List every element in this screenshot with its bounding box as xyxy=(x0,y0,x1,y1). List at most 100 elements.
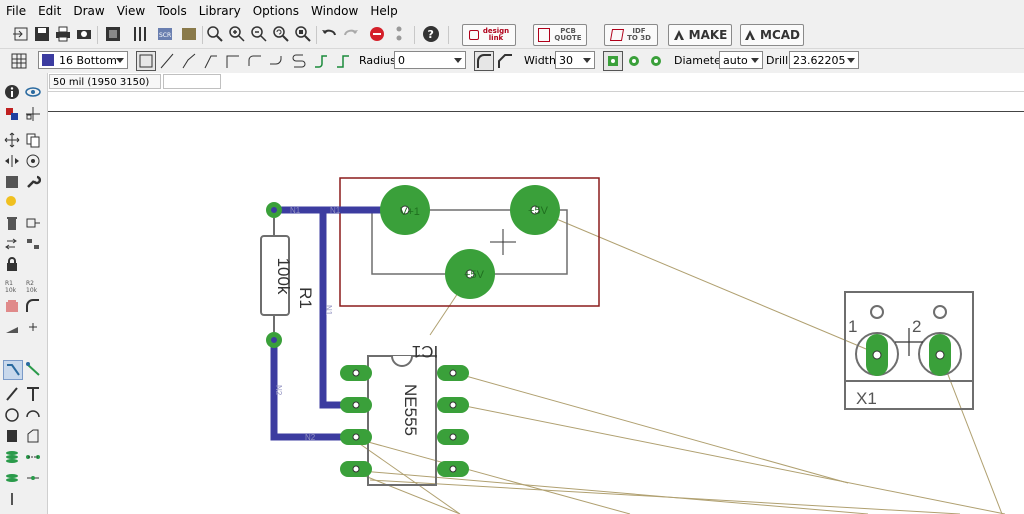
go-icon[interactable] xyxy=(390,25,408,43)
wire-bend-9-icon[interactable] xyxy=(334,52,352,70)
menu-options[interactable]: Options xyxy=(252,4,300,18)
svg-text:R1: R1 xyxy=(5,280,13,287)
circle-icon[interactable] xyxy=(3,406,21,424)
grid-icon[interactable] xyxy=(10,52,28,70)
print-icon[interactable] xyxy=(54,25,72,43)
board-frame xyxy=(339,177,600,307)
svg-text:10k: 10k xyxy=(5,287,17,293)
zoom-select-icon[interactable] xyxy=(294,25,312,43)
rect-icon[interactable] xyxy=(3,427,21,445)
lock-icon[interactable] xyxy=(3,255,21,273)
menu-window[interactable]: Window xyxy=(311,4,359,18)
ripup-icon[interactable] xyxy=(24,360,42,378)
cam-icon[interactable] xyxy=(75,25,93,43)
replace-icon[interactable] xyxy=(3,235,21,253)
arc-icon[interactable] xyxy=(24,406,42,424)
x1-body xyxy=(844,291,974,410)
menu-tools[interactable]: Tools xyxy=(157,4,187,18)
info-icon[interactable] xyxy=(3,83,21,101)
group-icon[interactable] xyxy=(3,173,21,191)
via-octagon-icon[interactable] xyxy=(647,52,665,70)
via-square-icon[interactable] xyxy=(603,51,623,71)
import-icon[interactable] xyxy=(12,25,30,43)
mcad-button[interactable]: MCAD xyxy=(740,24,804,46)
r1-value-label: 100k xyxy=(274,258,293,295)
delete-icon[interactable] xyxy=(3,214,21,232)
svg-text:N1: N1 xyxy=(324,305,333,316)
svg-text:N1: N1 xyxy=(330,206,341,215)
zoom-in-icon[interactable] xyxy=(228,25,246,43)
show-icon[interactable] xyxy=(24,83,42,101)
make-button[interactable]: MAKE xyxy=(668,24,732,46)
idf-to-3d-button[interactable]: IDF TO 3D xyxy=(604,24,658,46)
wire-bend-3-icon[interactable] xyxy=(202,52,220,70)
attribute-icon[interactable] xyxy=(24,469,42,487)
board-canvas[interactable]: 100k R1 V+1 +5V +5V IC1 NE555 1 xyxy=(48,112,1024,514)
layer-select[interactable]: 16 Bottom xyxy=(38,51,128,69)
ic1-name-label: IC1 xyxy=(412,342,438,361)
drill-select[interactable]: 23.62205 xyxy=(789,51,859,69)
flat-cap-icon[interactable] xyxy=(496,52,514,70)
mark-icon[interactable] xyxy=(24,105,42,123)
smash-icon[interactable] xyxy=(3,297,21,315)
display-icon[interactable] xyxy=(3,105,21,123)
wire-bend-2-icon[interactable] xyxy=(180,52,198,70)
wire-bend-5-icon[interactable] xyxy=(246,52,264,70)
r1-name-label: R1 xyxy=(296,287,315,309)
signal-icon[interactable] xyxy=(24,448,42,466)
ulp-icon[interactable] xyxy=(131,25,149,43)
script-icon[interactable]: SCR xyxy=(156,25,174,43)
paste-icon[interactable] xyxy=(3,193,21,211)
pcb-quote-button[interactable]: PCB QUOTE xyxy=(533,24,587,46)
help-icon[interactable]: ? xyxy=(422,25,440,43)
zoom-fit-icon[interactable] xyxy=(206,25,224,43)
split-wire-icon[interactable] xyxy=(3,318,21,336)
optimize-icon[interactable] xyxy=(24,318,42,336)
diameter-select[interactable]: auto xyxy=(719,51,763,69)
board-icon[interactable] xyxy=(104,25,122,43)
wire-bend-6-icon[interactable] xyxy=(268,52,286,70)
polygon-icon[interactable] xyxy=(24,427,42,445)
hole-icon[interactable] xyxy=(3,469,21,487)
zoom-out-icon[interactable] xyxy=(250,25,268,43)
via-icon[interactable] xyxy=(3,448,21,466)
design-link-button[interactable]: design link xyxy=(462,24,516,46)
layer-icon[interactable] xyxy=(180,25,198,43)
wire-bend-4-icon[interactable] xyxy=(224,52,242,70)
command-input[interactable] xyxy=(163,74,221,89)
move-icon[interactable] xyxy=(3,131,21,149)
width-select[interactable]: 30 xyxy=(555,51,595,69)
ic1-pads xyxy=(340,365,469,477)
menu-help[interactable]: Help xyxy=(370,4,398,18)
add-icon[interactable] xyxy=(24,214,42,232)
save-icon[interactable] xyxy=(33,25,51,43)
route-icon[interactable] xyxy=(3,360,23,380)
rotate-icon[interactable] xyxy=(24,152,42,170)
wire-bend-0-icon[interactable] xyxy=(136,51,156,71)
undo-icon[interactable] xyxy=(320,25,338,43)
wire-bend-1-icon[interactable] xyxy=(158,52,176,70)
menu-library[interactable]: Library xyxy=(198,4,241,18)
stop-icon[interactable] xyxy=(368,25,386,43)
menu-view[interactable]: View xyxy=(116,4,146,18)
menu-draw[interactable]: Draw xyxy=(73,4,105,18)
via-round-icon[interactable] xyxy=(625,52,643,70)
text-icon[interactable] xyxy=(24,385,42,403)
menu-edit[interactable]: Edit xyxy=(38,4,62,18)
redo-icon[interactable] xyxy=(342,25,360,43)
miter-icon[interactable] xyxy=(24,297,42,315)
copy-icon[interactable] xyxy=(24,131,42,149)
split-icon[interactable] xyxy=(24,235,42,253)
dimension-icon[interactable] xyxy=(3,490,21,508)
mirror-icon[interactable] xyxy=(3,152,21,170)
zoom-redraw-icon[interactable] xyxy=(272,25,290,43)
round-cap-icon[interactable] xyxy=(474,51,494,71)
radius-select[interactable]: 0 xyxy=(394,51,466,69)
wire-icon[interactable] xyxy=(3,385,21,403)
wire-bend-8-icon[interactable] xyxy=(312,52,330,70)
menu-file[interactable]: File xyxy=(6,4,27,18)
change-wrench-icon[interactable] xyxy=(24,173,42,191)
wire-bend-7-icon[interactable] xyxy=(290,52,308,70)
